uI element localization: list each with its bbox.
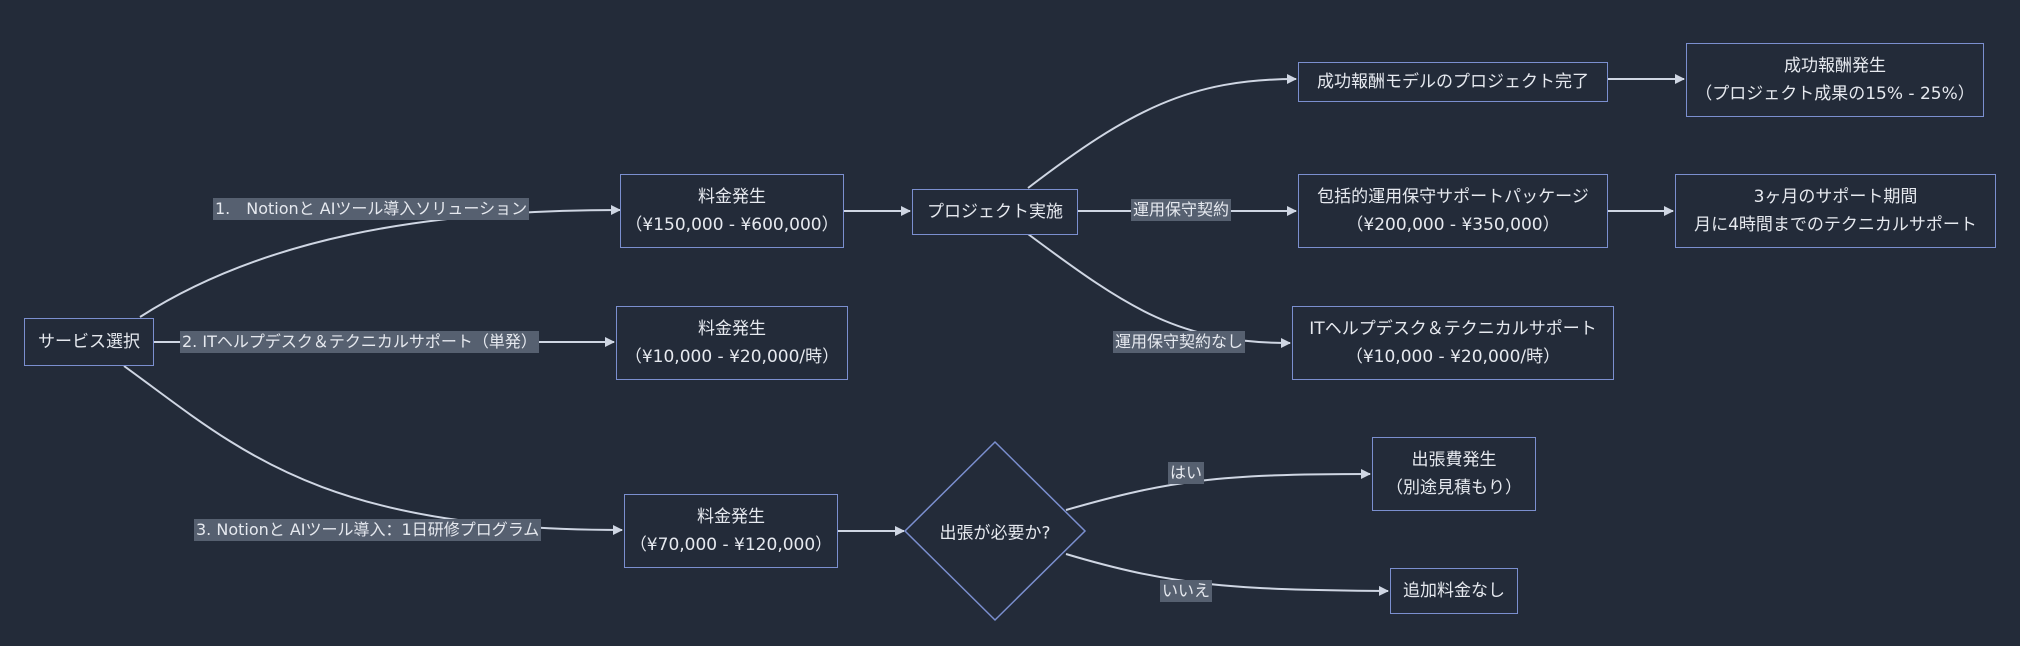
decision-label: 出張が必要か?: [939, 523, 1051, 544]
edge-start-fee1: [139, 205, 621, 318]
node-line1: 成功報酬発生: [1784, 56, 1886, 76]
node-line1: ITヘルプデスク＆テクニカルサポート: [1309, 319, 1597, 339]
edge-label-no: いいえ: [1160, 580, 1213, 602]
decision-diamond: [903, 440, 1087, 622]
edge-trip-no: [1065, 553, 1389, 596]
edge-start-fee3: [123, 365, 623, 535]
node-line1: 出張費発生: [1411, 450, 1497, 470]
edge-label-option3: 3. Notionと AIツール導入：1日研修プログラム: [194, 519, 542, 541]
node-line2: （¥150,000 - ¥600,000）: [625, 215, 839, 235]
node-label: プロジェクト実施: [927, 202, 1063, 222]
node-service-selection: サービス選択: [24, 318, 154, 366]
node-line1: 料金発生: [697, 507, 765, 527]
node-support-package: 包括的運用保守サポートパッケージ （¥200,000 - ¥350,000）: [1298, 174, 1608, 248]
node-line2: （¥70,000 - ¥120,000）: [629, 535, 833, 555]
node-line2: （別途見積もり）: [1386, 478, 1522, 498]
node-line1: 包括的運用保守サポートパッケージ: [1317, 187, 1589, 207]
node-support-period: 3ヶ月のサポート期間 月に4時間までのテクニカルサポート: [1675, 174, 1996, 248]
edge-label-contract: 運用保守契約: [1131, 199, 1232, 221]
node-fee-solution: 料金発生 （¥150,000 - ¥600,000）: [620, 174, 844, 248]
node-travel-fee: 出張費発生 （別途見積もり）: [1372, 437, 1536, 511]
edge-project-itsupport: [1027, 233, 1291, 348]
node-line2: （¥10,000 - ¥20,000/時）: [1345, 347, 1561, 367]
edge-label-option2: 2. ITヘルプデスク＆テクニカルサポート（単発）: [180, 331, 539, 353]
node-no-extra-fee: 追加料金なし: [1390, 568, 1518, 614]
node-line2: （¥200,000 - ¥350,000）: [1346, 215, 1560, 235]
node-project-execution: プロジェクト実施: [912, 189, 1078, 235]
edge-project-success: [1027, 74, 1297, 189]
node-line1: 料金発生: [698, 187, 766, 207]
node-line2: （¥10,000 - ¥20,000/時）: [624, 347, 840, 367]
edge-label-yes: はい: [1168, 462, 1205, 484]
node-success-fee: 成功報酬発生 （プロジェクト成果の15% - 25%）: [1686, 43, 1984, 117]
node-line2: （プロジェクト成果の15% - 25%）: [1695, 84, 1975, 104]
node-fee-training: 料金発生 （¥70,000 - ¥120,000）: [624, 494, 838, 568]
edge-label-option1: 1. Notionと AIツール導入ソリューション: [213, 198, 530, 220]
edge-trip-yes: [1065, 469, 1371, 511]
node-success-project-complete: 成功報酬モデルのプロジェクト完了: [1298, 62, 1608, 102]
node-it-helpdesk: ITヘルプデスク＆テクニカルサポート （¥10,000 - ¥20,000/時）: [1292, 306, 1614, 380]
node-label: サービス選択: [38, 332, 140, 352]
node-line2: 月に4時間までのテクニカルサポート: [1694, 215, 1977, 235]
node-line1: 3ヶ月のサポート期間: [1753, 187, 1918, 207]
node-line1: 料金発生: [698, 319, 766, 339]
edge-label-no-contract: 運用保守契約なし: [1113, 331, 1246, 353]
node-label: 追加料金なし: [1403, 581, 1505, 601]
node-label: 成功報酬モデルのプロジェクト完了: [1317, 72, 1589, 92]
node-fee-helpdesk: 料金発生 （¥10,000 - ¥20,000/時）: [616, 306, 848, 380]
